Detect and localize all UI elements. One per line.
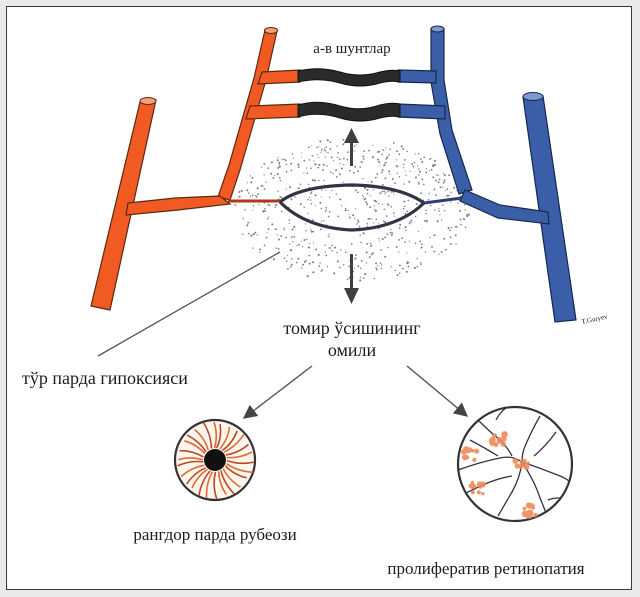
growth-factor-label-line2: омили [328, 340, 377, 360]
av-shunts [298, 69, 400, 121]
down-arrow-icon [344, 254, 359, 304]
proliferative-retinopathy-label: пролифератив ретинопатия [387, 559, 584, 578]
growth-factor-label-line1: томир ўсишининг [283, 318, 420, 338]
shunts-label: а-в шунтлар [313, 41, 390, 57]
up-arrow-icon [344, 128, 359, 166]
vein-tree [398, 26, 576, 322]
retinal-hypoxia-label: тўр парда гипоксияси [22, 368, 188, 388]
iris-rubeosis-figure [175, 420, 255, 500]
retinopathy-figure [458, 407, 572, 521]
arrow-to-retina [407, 366, 467, 416]
hypoxia-pointer-line [98, 252, 280, 356]
artist-signature: T.Guryev [581, 313, 609, 326]
capillary-loop [280, 185, 424, 230]
arrow-to-iris [244, 366, 312, 418]
iris-rubeosis-label: рангдор парда рубеози [133, 525, 296, 544]
